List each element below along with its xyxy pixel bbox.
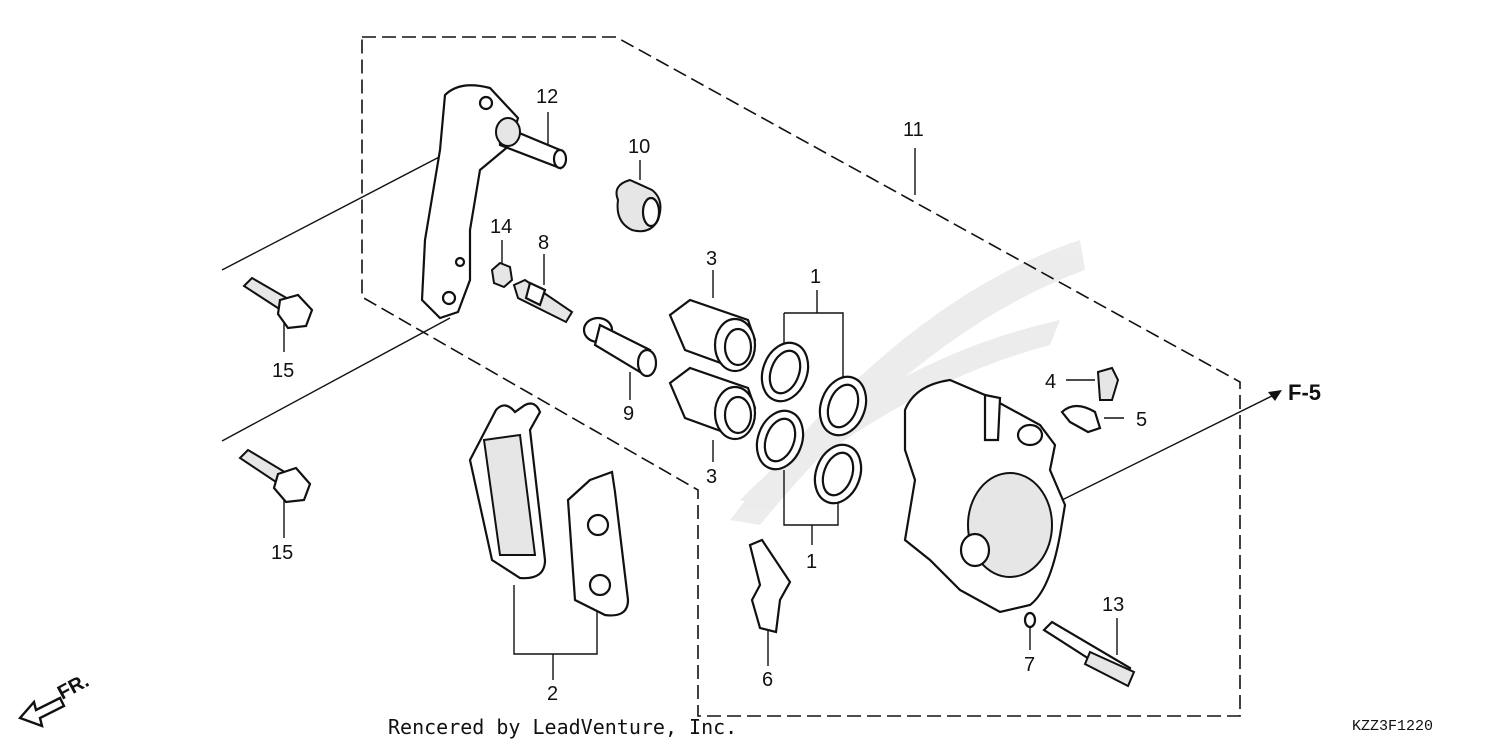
part-14-nut (490, 261, 514, 289)
callout-3-lower: 3 (706, 466, 717, 488)
part-3-piston-upper (668, 298, 757, 373)
part-2-brake-pad-outer (468, 402, 547, 580)
callout-4: 4 (1045, 371, 1056, 393)
part-4-bleeder (1096, 366, 1120, 401)
part-15-bolt-lower (238, 448, 312, 504)
front-direction-arrow-icon (17, 696, 66, 728)
part-6-pad-spring (748, 538, 792, 634)
callout-10: 10 (628, 136, 650, 158)
part-8-bolt (512, 278, 574, 324)
callout-12: 12 (536, 86, 558, 108)
callout-15-upper: 15 (272, 360, 294, 382)
callout-13: 13 (1102, 594, 1124, 616)
callout-1-upper: 1 (810, 266, 821, 288)
leader-lines (221, 112, 1279, 680)
part-9-slide-pin (582, 316, 658, 378)
callout-7: 7 (1024, 654, 1035, 676)
part-3-piston-lower (668, 366, 757, 441)
part-15-bolt-upper (242, 276, 314, 330)
part-10-boot (615, 178, 662, 233)
reference-label: F-5 (1288, 380, 1321, 405)
reference-arrow-icon (1268, 390, 1282, 401)
callout-1-lower: 1 (806, 551, 817, 573)
watermark-wing-logo (730, 240, 1085, 525)
callout-15-lower: 15 (271, 542, 293, 564)
part-7-o-ring (1023, 611, 1037, 629)
callout-11: 11 (903, 119, 924, 141)
callout-8: 8 (538, 232, 549, 254)
part-11-caliper-body (903, 378, 1067, 614)
callout-14: 14 (490, 216, 512, 238)
part-12-caliper-bracket (420, 84, 568, 320)
callout-2: 2 (547, 683, 558, 705)
diagram-code: KZZ3F1220 (1352, 718, 1433, 735)
part-1-piston-seals (755, 341, 868, 505)
callout-6: 6 (762, 669, 773, 691)
part-13-slide-pin (1042, 620, 1136, 688)
callout-3-upper: 3 (706, 248, 717, 270)
caliper-assembly-outline (361, 36, 1241, 717)
part-5-bleeder-cap (1060, 404, 1102, 434)
part-2-brake-pad-inner (566, 470, 630, 617)
callout-5: 5 (1136, 409, 1147, 431)
callout-9: 9 (623, 403, 634, 425)
callout-labels: 1 1 2 3 3 4 5 6 7 8 9 10 11 12 13 14 15 … (271, 86, 1147, 705)
credit-text: Rencered by LeadVenture, Inc. (388, 715, 737, 739)
